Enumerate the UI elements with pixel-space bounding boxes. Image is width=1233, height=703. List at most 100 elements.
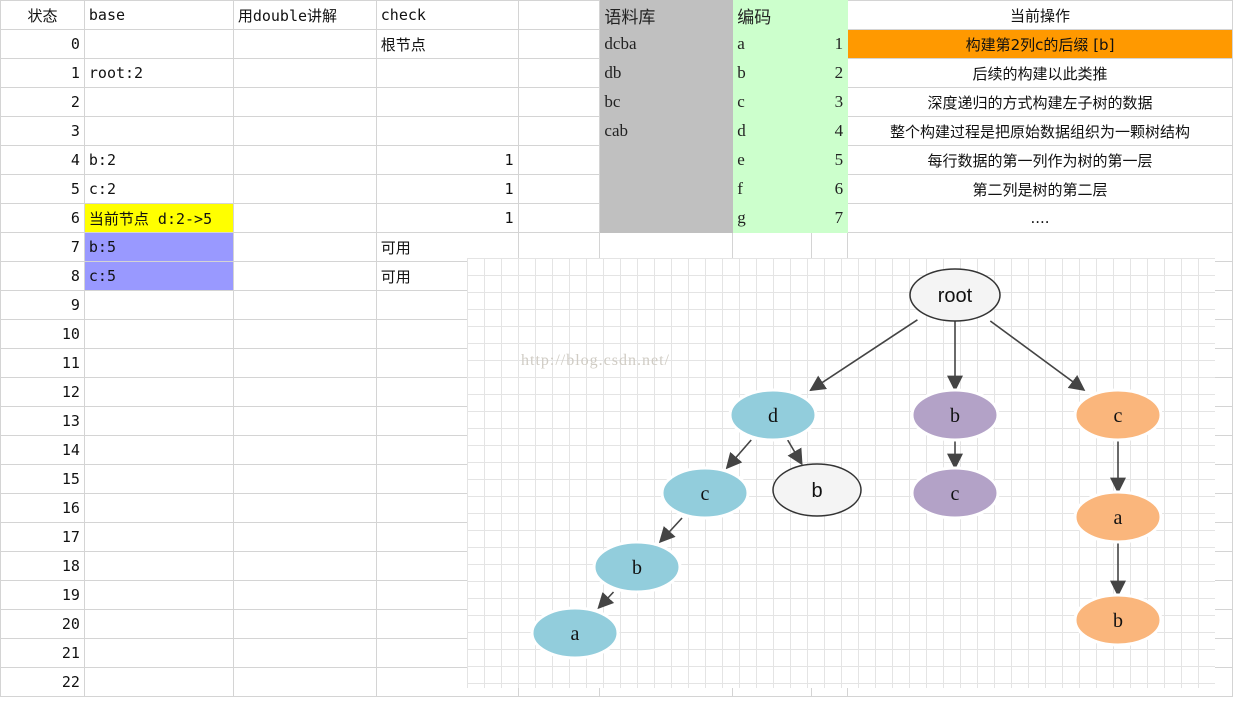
- base-cell[interactable]: root:2: [83, 58, 234, 88]
- state-cell[interactable]: 1: [0, 58, 85, 88]
- corpus-cell[interactable]: db: [599, 58, 734, 88]
- header-check[interactable]: check: [375, 0, 519, 30]
- state-cell[interactable]: 8: [0, 261, 85, 291]
- double-cell[interactable]: [232, 638, 377, 668]
- double-cell[interactable]: [232, 29, 377, 59]
- state-cell[interactable]: 14: [0, 435, 85, 465]
- check-cell[interactable]: 根节点: [375, 29, 519, 59]
- base-cell[interactable]: [83, 464, 234, 494]
- double-cell[interactable]: [232, 464, 377, 494]
- base-cell[interactable]: [83, 87, 234, 117]
- state-cell[interactable]: 7: [0, 232, 85, 262]
- double-cell[interactable]: [232, 58, 377, 88]
- code-letter[interactable]: d: [732, 116, 813, 146]
- operation-cell[interactable]: [847, 232, 1233, 262]
- double-cell[interactable]: [232, 667, 377, 697]
- double-cell[interactable]: [232, 493, 377, 523]
- code-number[interactable]: 6: [811, 174, 849, 204]
- operation-cell[interactable]: 每行数据的第一列作为树的第一层: [847, 145, 1233, 175]
- tree-node-b4[interactable]: b: [1073, 593, 1163, 647]
- check-cell[interactable]: [375, 58, 519, 88]
- state-cell[interactable]: 2: [0, 87, 85, 117]
- state-cell[interactable]: 20: [0, 609, 85, 639]
- double-cell[interactable]: [232, 203, 377, 233]
- code-letter[interactable]: f: [732, 174, 813, 204]
- cell-empty[interactable]: [517, 145, 601, 175]
- header-corpus[interactable]: 语料库: [599, 0, 734, 30]
- tree-node-b2[interactable]: b: [772, 463, 862, 517]
- code-number[interactable]: 7: [811, 203, 849, 233]
- base-cell[interactable]: [83, 522, 234, 552]
- corpus-cell[interactable]: bc: [599, 87, 734, 117]
- double-cell[interactable]: [232, 174, 377, 204]
- check-cell[interactable]: 1: [375, 174, 519, 204]
- state-cell[interactable]: 5: [0, 174, 85, 204]
- base-cell[interactable]: [83, 580, 234, 610]
- cell-empty[interactable]: [517, 116, 601, 146]
- state-cell[interactable]: 15: [0, 464, 85, 494]
- double-cell[interactable]: [232, 348, 377, 378]
- state-cell[interactable]: 21: [0, 638, 85, 668]
- base-cell[interactable]: [83, 609, 234, 639]
- double-cell[interactable]: [232, 551, 377, 581]
- state-cell[interactable]: 13: [0, 406, 85, 436]
- state-cell[interactable]: 6: [0, 203, 85, 233]
- base-cell[interactable]: 当前节点 d:2->5: [83, 203, 234, 233]
- base-cell[interactable]: [83, 319, 234, 349]
- tree-node-d1[interactable]: d: [728, 388, 818, 442]
- base-cell[interactable]: [83, 638, 234, 668]
- state-cell[interactable]: 22: [0, 667, 85, 697]
- operation-cell[interactable]: ....: [847, 203, 1233, 233]
- code-number[interactable]: 1: [811, 29, 849, 59]
- corpus-cell[interactable]: [599, 203, 734, 233]
- double-cell[interactable]: [232, 145, 377, 175]
- double-cell[interactable]: [232, 406, 377, 436]
- state-cell[interactable]: 17: [0, 522, 85, 552]
- base-cell[interactable]: b:2: [83, 145, 234, 175]
- base-cell[interactable]: b:5: [83, 232, 234, 262]
- tree-node-b1[interactable]: b: [910, 388, 1000, 442]
- state-cell[interactable]: 12: [0, 377, 85, 407]
- operation-cell[interactable]: 第二列是树的第二层: [847, 174, 1233, 204]
- header-double[interactable]: 用double讲解: [232, 0, 377, 30]
- state-cell[interactable]: 4: [0, 145, 85, 175]
- code-letter[interactable]: c: [732, 87, 813, 117]
- base-cell[interactable]: c:2: [83, 174, 234, 204]
- state-cell[interactable]: 9: [0, 290, 85, 320]
- state-cell[interactable]: 10: [0, 319, 85, 349]
- base-cell[interactable]: [83, 551, 234, 581]
- base-cell[interactable]: c:5: [83, 261, 234, 291]
- corpus-cell[interactable]: [599, 232, 734, 262]
- base-cell[interactable]: [83, 435, 234, 465]
- base-cell[interactable]: [83, 406, 234, 436]
- code-letter[interactable]: a: [732, 29, 813, 59]
- cell-empty[interactable]: [517, 29, 601, 59]
- corpus-cell[interactable]: [599, 145, 734, 175]
- check-cell[interactable]: 1: [375, 145, 519, 175]
- operation-cell[interactable]: 深度递归的方式构建左子树的数据: [847, 87, 1233, 117]
- base-cell[interactable]: [83, 493, 234, 523]
- cell-empty[interactable]: [517, 203, 601, 233]
- cell-empty[interactable]: [517, 0, 601, 30]
- state-cell[interactable]: 19: [0, 580, 85, 610]
- base-cell[interactable]: [83, 667, 234, 697]
- operation-cell[interactable]: 构建第2列c的后缀 [b]: [847, 29, 1233, 59]
- tree-node-c1[interactable]: c: [1073, 388, 1163, 442]
- double-cell[interactable]: [232, 261, 377, 291]
- operation-cell[interactable]: 整个构建过程是把原始数据组织为一颗树结构: [847, 116, 1233, 146]
- tree-node-a1[interactable]: a: [1073, 490, 1163, 544]
- tree-node-a2[interactable]: a: [530, 606, 620, 660]
- state-cell[interactable]: 18: [0, 551, 85, 581]
- header-operation[interactable]: 当前操作: [847, 0, 1233, 30]
- double-cell[interactable]: [232, 116, 377, 146]
- base-cell[interactable]: [83, 116, 234, 146]
- double-cell[interactable]: [232, 232, 377, 262]
- double-cell[interactable]: [232, 290, 377, 320]
- double-cell[interactable]: [232, 522, 377, 552]
- tree-node-root[interactable]: root: [909, 268, 1001, 322]
- check-cell[interactable]: [375, 87, 519, 117]
- double-cell[interactable]: [232, 377, 377, 407]
- double-cell[interactable]: [232, 435, 377, 465]
- state-cell[interactable]: 11: [0, 348, 85, 378]
- double-cell[interactable]: [232, 87, 377, 117]
